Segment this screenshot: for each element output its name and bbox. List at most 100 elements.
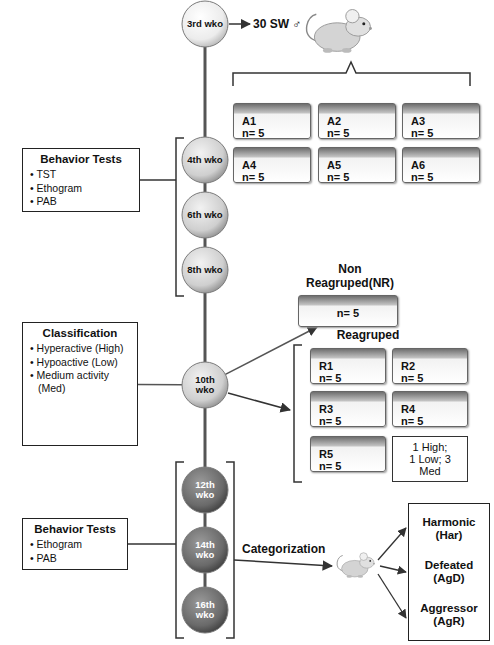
pointer-arrow <box>378 574 406 618</box>
cage-box: R1n= 5 <box>310 348 386 384</box>
connector <box>204 513 207 527</box>
connector <box>138 384 182 386</box>
node-title: A1 <box>242 115 304 127</box>
info-box: Behavior Tests • Ethogram• PAB <box>22 518 128 570</box>
text-wrap: R5n= 5 <box>311 437 385 471</box>
node-text: • Ethogram <box>29 182 133 195</box>
node-title: R4 <box>401 403 461 415</box>
text-wrap: R2n= 5 <box>393 349 467 383</box>
circle-outline <box>182 587 228 633</box>
node-text: n= 5 <box>327 127 389 139</box>
cage-box: R4n= 5 <box>392 391 468 427</box>
week-circle: 4th wko <box>181 136 229 184</box>
text-wrap: A4n= 5 <box>234 148 310 182</box>
node-text: n= 5 <box>319 460 379 472</box>
connector <box>204 573 207 587</box>
text-wrap: R3n= 5 <box>311 392 385 426</box>
node-title: 10th wko <box>185 375 225 395</box>
connector <box>204 408 207 467</box>
node-title: R1 <box>319 360 379 372</box>
cage-box: A3n= 5 <box>402 103 480 139</box>
label-text: Non Reagruped(NR) <box>298 262 402 290</box>
circle-outline <box>182 247 228 293</box>
week-circle: 16th wko <box>181 586 229 634</box>
node-text: n= 5 <box>411 127 473 139</box>
text-wrap: A3n= 5 <box>403 104 479 138</box>
node-title: R2 <box>401 360 461 372</box>
label-text: 30 SW ♂ <box>253 17 323 31</box>
leader-line <box>128 543 176 545</box>
node-text: n= 5 <box>242 127 304 139</box>
cage-box: A1n= 5 <box>233 103 311 139</box>
node-text: • Ethogram <box>29 538 121 551</box>
text-wrap: Behavior Tests • Ethogram• PAB <box>23 519 127 569</box>
pointer-arrow <box>378 528 406 560</box>
text-wrap: 12th wko <box>181 466 229 514</box>
pointer-arrow <box>234 560 332 566</box>
node-text: n= 5 <box>401 372 461 384</box>
node-title: Behavior Tests <box>29 523 121 535</box>
pointer-arrow <box>229 23 250 25</box>
node-text: • Hypoactive (Low) <box>29 356 131 369</box>
note-box: 1 High; 1 Low; 3 Med <box>392 436 468 482</box>
connector <box>204 183 207 192</box>
text-wrap: Behavior Tests• TST• Ethogram• PAB <box>23 149 139 211</box>
node-title: 1 High; 1 Low; 3 Med <box>409 441 451 477</box>
node-title: 8th wko <box>187 265 222 275</box>
text-wrap: A5n= 5 <box>319 148 395 182</box>
text-wrap: 4th wko <box>181 136 229 184</box>
node-title: Behavior Tests <box>29 153 133 165</box>
node-text: n= 5 <box>327 171 389 183</box>
node-title: R3 <box>319 403 379 415</box>
week-circle: 12th wko <box>181 466 229 514</box>
cage-box: R2n= 5 <box>392 348 468 384</box>
node-title: A3 <box>411 115 473 127</box>
node-text: n= 5 <box>319 415 379 427</box>
connector <box>204 238 207 247</box>
label-text: Reagruped <box>318 328 418 342</box>
cage-box: A4n= 5 <box>233 147 311 183</box>
connector <box>204 47 207 137</box>
info-box: Harmonic (Har)Defeated (AgD)Aggressor (A… <box>408 503 490 641</box>
label-text: Categorization <box>242 542 342 556</box>
circle-outline <box>182 527 228 573</box>
text-wrap: A2n= 5 <box>319 104 395 138</box>
node-text: n= 5 <box>401 415 461 427</box>
node-title: R5 <box>319 448 379 460</box>
node-title: 3rd wko <box>187 19 223 29</box>
text-wrap: Classification • Hyperactive (High)• Hypo… <box>23 323 137 445</box>
info-box: Behavior Tests• TST• Ethogram• PAB <box>22 148 140 212</box>
text-wrap: 14th wko <box>181 526 229 574</box>
node-title: A2 <box>327 115 389 127</box>
node-text: n= 5 <box>411 171 473 183</box>
connector <box>225 327 317 374</box>
node-title: A5 <box>327 159 389 171</box>
node-title: 4th wko <box>187 155 222 165</box>
week-circle: 14th wko <box>181 526 229 574</box>
pointer-arrow <box>228 393 290 410</box>
cage-box: A6n= 5 <box>402 147 480 183</box>
node-title: 12th wko <box>185 480 225 500</box>
week-circle: 3rd wko <box>181 0 229 48</box>
node-text: • Hyperactive (High) <box>29 342 131 355</box>
node-text: Aggressor (AgR) <box>417 602 481 628</box>
text-wrap: 3rd wko <box>181 0 229 48</box>
cage-box: A2n= 5 <box>318 103 396 139</box>
week-circle: 6th wko <box>181 191 229 239</box>
node-title: Classification <box>29 327 131 339</box>
node-title: 14th wko <box>185 540 225 560</box>
group-bracket <box>294 345 302 482</box>
circle-outline <box>182 137 228 183</box>
mouse-illustration <box>307 10 372 53</box>
week-circle: 10th wko <box>181 361 229 409</box>
info-box: Classification • Hyperactive (High)• Hypo… <box>22 322 138 446</box>
node-text: • PAB <box>29 552 121 565</box>
node-title: Harmonic (Har) <box>417 516 481 542</box>
text-wrap: Harmonic (Har)Defeated (AgD)Aggressor (A… <box>409 504 489 640</box>
pointer-arrow <box>380 566 406 572</box>
connector <box>204 293 207 362</box>
circle-outline <box>182 362 228 408</box>
node-text: • TST <box>29 168 133 181</box>
text-wrap: R4n= 5 <box>393 392 467 426</box>
